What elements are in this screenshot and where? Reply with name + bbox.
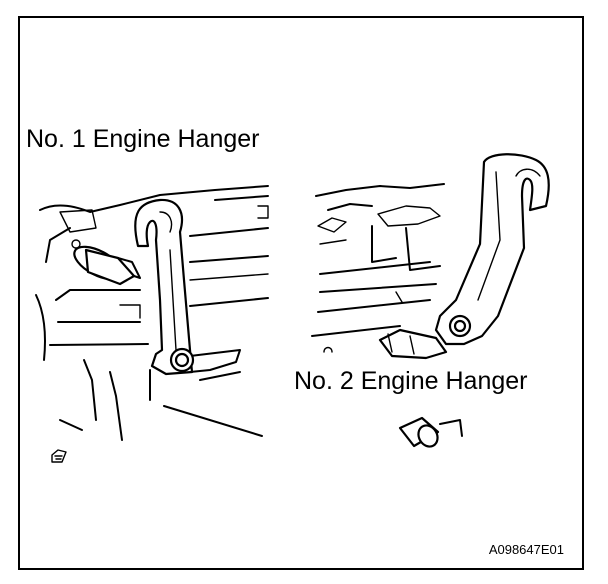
figure-id: A098647E01 [488, 542, 564, 557]
no2-engine-hanger [434, 153, 550, 346]
no2-bolt-icon [448, 314, 472, 338]
no1-engine-hanger [134, 198, 194, 376]
pipe-stub-icon [398, 416, 463, 448]
no2-engine-hanger-label: No. 2 Engine Hanger [294, 367, 528, 395]
no1-engine-hanger-label: No. 1 Engine Hanger [26, 125, 260, 153]
right-engine-block [311, 183, 448, 360]
left-engine-block [35, 185, 269, 463]
figure-frame [18, 16, 584, 570]
no1-bolt-icon [169, 347, 195, 373]
